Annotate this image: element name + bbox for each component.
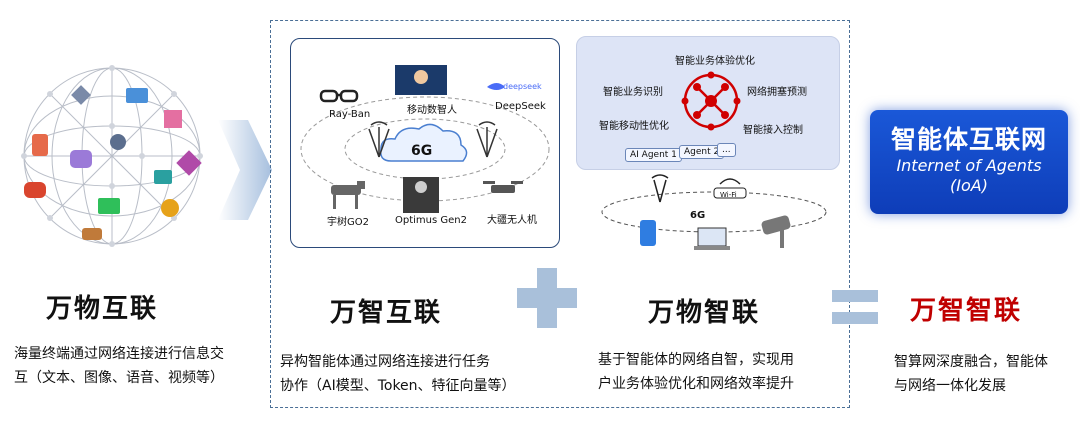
ioa-badge: 智能体互联网 Internet of Agents (IoA) [870, 110, 1068, 214]
glasses-icon [319, 89, 359, 103]
agent-chip-1: AI Agent 1 [625, 148, 682, 162]
wifi-router-icon [713, 178, 747, 199]
agents-panel: Ray-Ban 移动数智人 deepseek DeepSeek 6G 宇树GO2… [290, 38, 560, 248]
result-description: 智算网深度融合，智能体 与网络一体化发展 [894, 350, 1048, 398]
building-icon [164, 110, 182, 128]
camera-icon [154, 170, 172, 184]
agent-chip-more: ... [717, 143, 736, 157]
agent-chip-2: Agent 2 [679, 145, 725, 159]
label-6g-cloud: 6G [411, 143, 433, 159]
equals-operator-bottom [832, 312, 878, 324]
section1-title: 万物互联 [46, 294, 159, 324]
label-digital-human: 移动数智人 [407, 105, 457, 116]
result-desc-line1: 智算网深度融合，智能体 [894, 354, 1048, 370]
ioa-title-en: Internet of Agents [896, 156, 1042, 175]
section1-desc-line2: 互（文本、图像、语音、视频等） [14, 370, 224, 386]
ioa-abbrev: (IoA) [950, 176, 988, 195]
ioa-title-zh: 智能体互联网 [890, 125, 1047, 154]
cell-tower-icon [651, 174, 669, 203]
monitor-icon [126, 88, 148, 103]
cctv-camera-icon [761, 215, 791, 248]
label-dji-drone: 大疆无人机 [487, 215, 537, 226]
section3-desc-line2: 户业务体验优化和网络效率提升 [598, 376, 794, 392]
label-congestion-predict: 网络拥塞预测 [747, 87, 807, 98]
label-rayban: Ray-Ban [329, 109, 371, 120]
section3-title: 万物智联 [648, 298, 761, 328]
label-deepseek: DeepSeek [495, 101, 546, 112]
agents-network-graphic [300, 65, 550, 213]
section1-desc-line1: 海量终端通过网络连接进行信息交 [14, 346, 224, 362]
result-title: 万智智联 [910, 296, 1023, 326]
phone-icon [32, 134, 48, 156]
controller-icon [24, 182, 46, 198]
plus-operator-vertical [537, 268, 557, 328]
label-unitree: 宇树GO2 [327, 217, 369, 228]
watch-icon [110, 134, 126, 150]
autonomy-panel: 智能业务体验优化 智能业务识别 智能移动性优化 网络拥塞预测 智能接入控制 AI… [576, 36, 840, 170]
section3-description: 基于智能体的网络自智，实现用 户业务体验优化和网络效率提升 [598, 348, 794, 396]
label-optimus: Optimus Gen2 [395, 215, 467, 226]
robot-dog-icon [331, 181, 365, 209]
money-bag-icon [161, 199, 179, 217]
gamepad-icon [70, 150, 92, 168]
section2-title: 万智互联 [330, 298, 443, 328]
section2-desc-line1: 异构智能体通过网络连接进行任务 [280, 354, 490, 370]
deepseek-logo-icon [487, 83, 505, 90]
equals-operator [832, 290, 878, 302]
cloud-icon [379, 123, 468, 162]
agent-hub-icon [681, 71, 741, 131]
wireless-network-graphic [601, 174, 827, 250]
label-wifi: Wi-Fi [720, 191, 737, 199]
result-desc-line2: 与网络一体化发展 [894, 378, 1006, 394]
tower-icon-right [476, 121, 498, 158]
label-access-control: 智能接入控制 [743, 125, 803, 136]
iot-globe-graphic [21, 65, 203, 247]
label-mobility-opt: 智能移动性优化 [599, 121, 669, 132]
label-experience-opt: 智能业务体验优化 [675, 56, 755, 67]
agents-frame [270, 20, 850, 408]
section2-description: 异构智能体通过网络连接进行任务 协作（AI模型、Token、特征向量等） [280, 350, 516, 398]
section2-desc-line2: 协作（AI模型、Token、特征向量等） [280, 378, 516, 394]
flow-arrow [218, 120, 272, 220]
smartphone-icon [640, 220, 656, 246]
tower-icon-left [368, 121, 390, 158]
cup-icon [82, 228, 102, 240]
label-deepseek-logo: deepseek [503, 82, 542, 91]
label-service-recognition: 智能业务识别 [603, 87, 663, 98]
section3-desc-line1: 基于智能体的网络自智，实现用 [598, 352, 794, 368]
windmill-icon [71, 85, 91, 105]
section1-description: 海量终端通过网络连接进行信息交 互（文本、图像、语音、视频等） [14, 342, 224, 390]
tickets-icon [98, 198, 120, 214]
laptop-icon [694, 227, 730, 250]
label-6g-network: 6G [690, 210, 706, 221]
drone-icon [483, 181, 523, 193]
